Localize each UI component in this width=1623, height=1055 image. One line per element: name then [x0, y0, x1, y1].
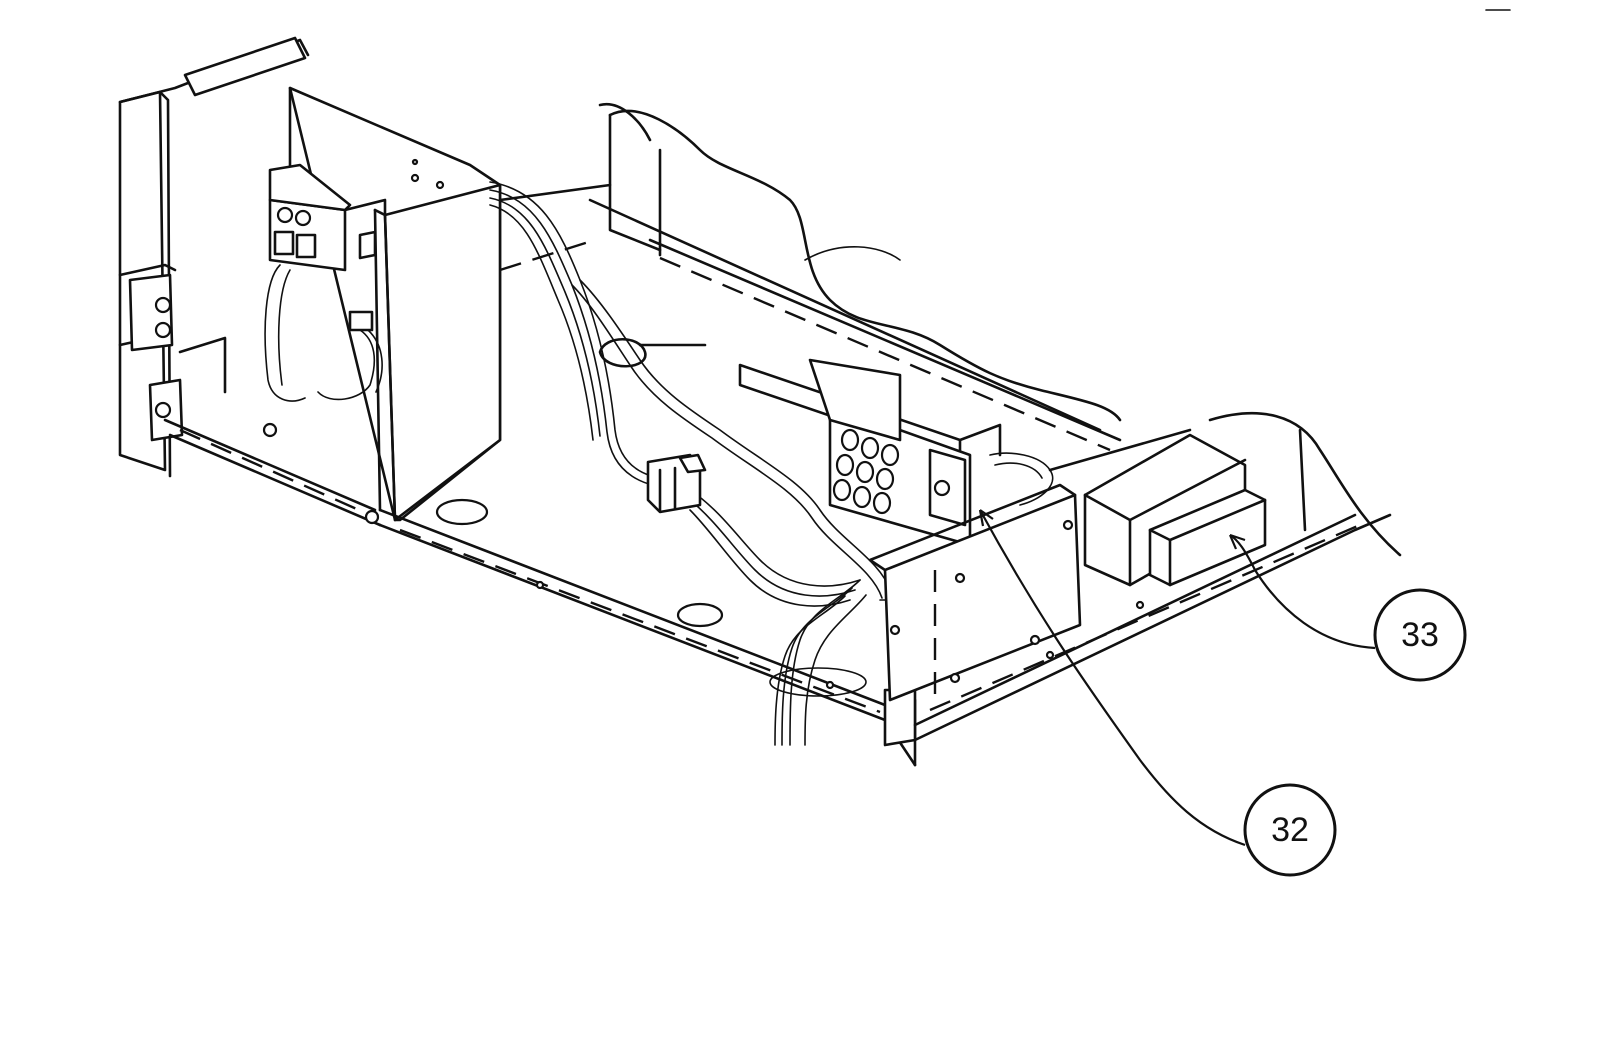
- left-end-panel: [118, 36, 310, 478]
- rear-wall: [498, 102, 1402, 557]
- callout-32: 32: [1243, 783, 1337, 877]
- terminal-board: [738, 358, 1054, 547]
- chassis-base: [163, 418, 1392, 767]
- leader-line-33: [1229, 534, 1376, 650]
- transformer: [1048, 428, 1267, 587]
- leader-line-32: [979, 509, 1246, 847]
- callout-label-33: 33: [1401, 616, 1439, 654]
- callout-33: 33: [1373, 588, 1467, 682]
- control-box: [262, 86, 502, 522]
- arrowhead-33: [1228, 533, 1246, 550]
- bracket-plate: [868, 483, 1082, 702]
- callout-label-32: 32: [1271, 811, 1309, 849]
- arrowhead-32: [978, 509, 994, 527]
- wire-harness: [489, 181, 901, 746]
